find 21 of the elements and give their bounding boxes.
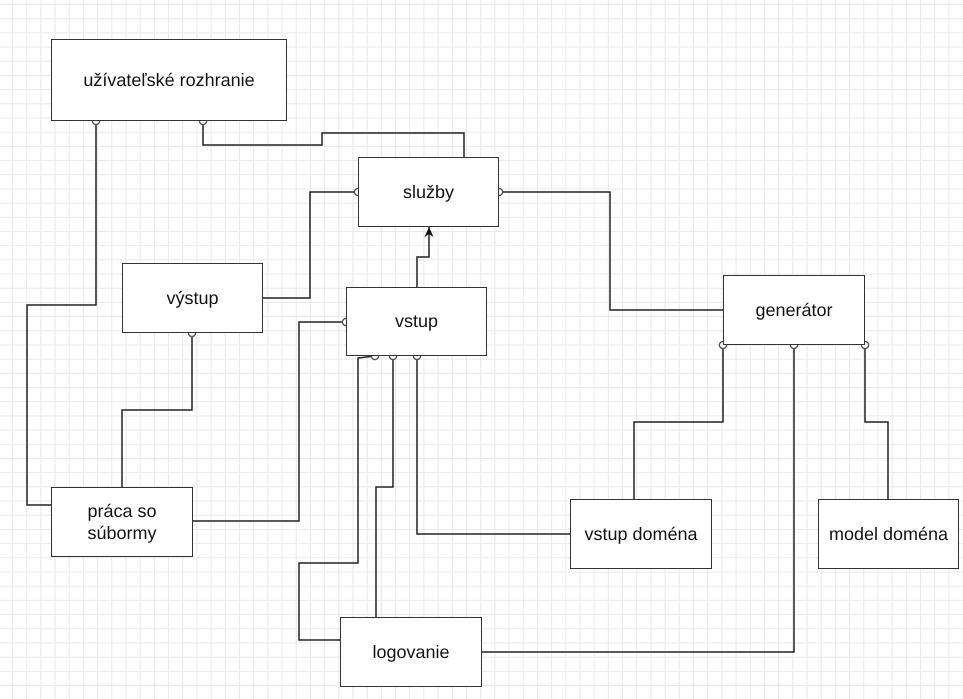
component-label: užívateľské rozhranie — [82, 68, 256, 92]
component-label: práca so súbormy — [86, 500, 158, 544]
component-label: generátor — [754, 298, 834, 322]
component-label: služby — [402, 180, 456, 204]
component-box — [346, 287, 487, 356]
component-box — [340, 617, 482, 687]
component-label: logovanie — [371, 640, 451, 664]
component-box — [51, 487, 193, 557]
arrow — [416, 227, 434, 287]
component-label: vstup — [394, 310, 440, 333]
component-label: model doména — [828, 522, 950, 546]
component-box — [122, 263, 263, 333]
connector-line — [633, 340, 728, 499]
component-label: výstup — [165, 286, 220, 310]
component-box — [723, 275, 865, 345]
connector-line — [860, 340, 889, 499]
component-box — [358, 157, 499, 227]
component-box — [818, 499, 959, 569]
component-box — [51, 39, 287, 121]
component-box — [570, 499, 712, 569]
component-label: vstup doména — [583, 522, 699, 546]
